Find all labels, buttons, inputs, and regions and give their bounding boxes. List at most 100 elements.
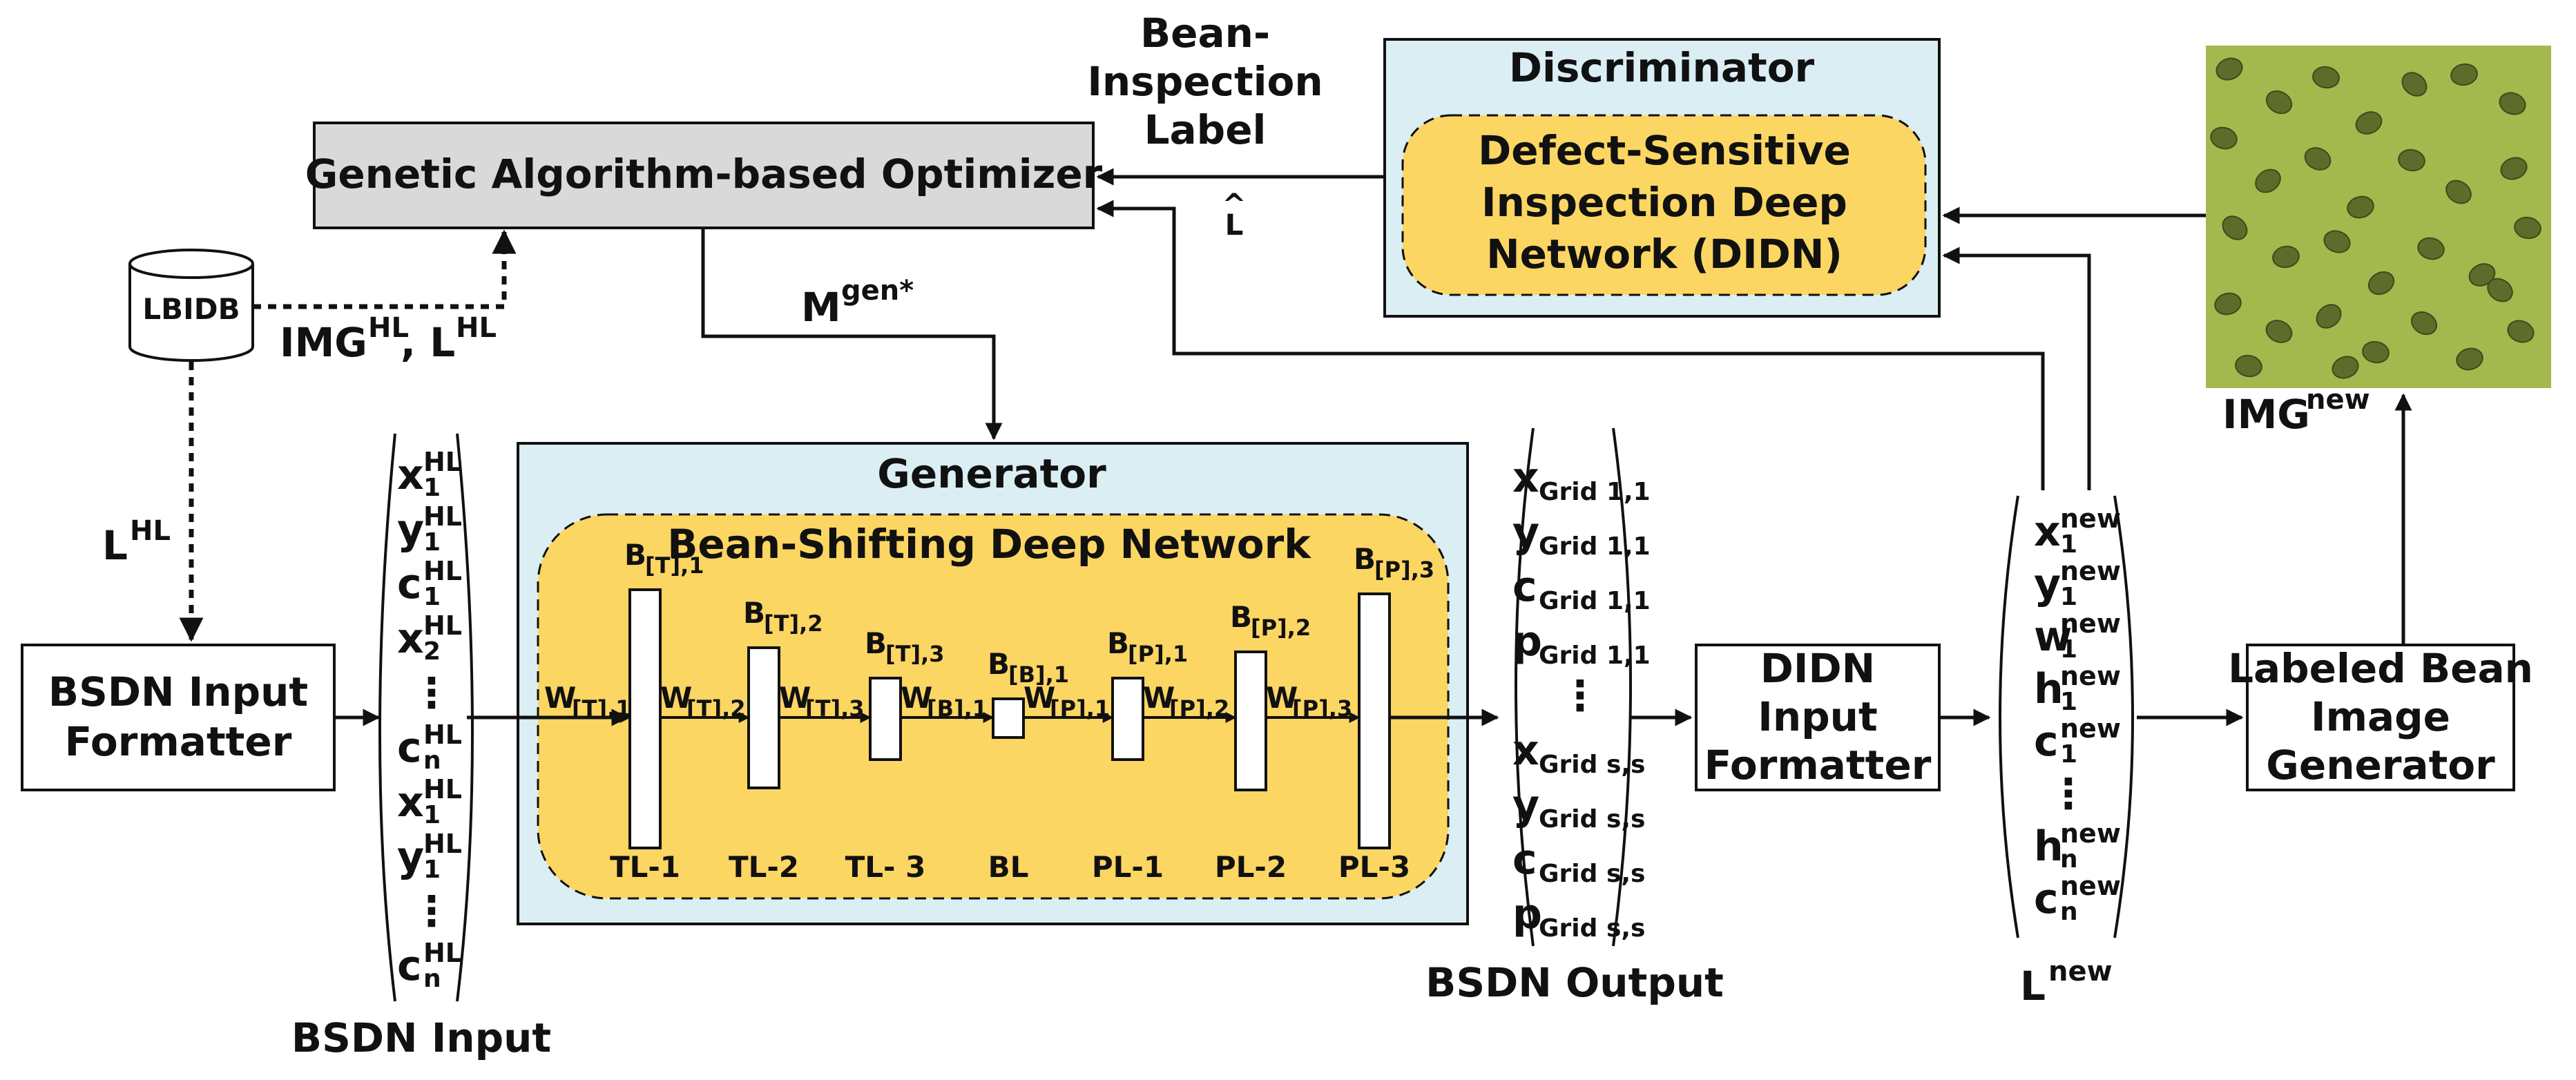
vector-item-sub: Grid 1,1 [1539, 587, 1651, 615]
image-generator-line2: Image [2311, 693, 2450, 740]
weight-label: W [901, 681, 932, 715]
layer-name-label: PL-1 [1092, 850, 1164, 884]
layer-block [992, 697, 1025, 739]
img-hl-img-sup: HL [368, 312, 409, 344]
img-new-base: IMG [2222, 391, 2310, 438]
vector-item: y [1512, 781, 1539, 829]
didn-line1: Defect-Sensitive [1478, 127, 1851, 174]
vector-item-sub: 2 [423, 637, 441, 666]
coffee-bean [2362, 340, 2390, 364]
vector-ellipsis: ⋮ [2048, 770, 2089, 818]
generator-node: Generator Bean-Shifting Deep Network B[T… [517, 442, 1469, 925]
coffee-bean [2215, 57, 2243, 81]
vector-item-sup: new [2060, 556, 2121, 586]
layer-name-label: TL- 3 [845, 850, 926, 884]
weight-sub: [T],2 [686, 695, 746, 722]
optimizer-box [313, 122, 1095, 229]
vector-item: x [397, 615, 424, 663]
weight-label: W [1143, 681, 1175, 715]
vector-item-sup: new [2060, 608, 2121, 639]
coffee-bean [2255, 168, 2281, 193]
optimizer-label: Genetic Algorithm-based Optimizer [305, 151, 1103, 197]
didn-input-formatter-box [1695, 644, 1941, 791]
vector-item: y [2034, 560, 2061, 608]
layer-bias-sub: [T],2 [764, 610, 823, 637]
vector-item: p [1512, 617, 1542, 666]
coffee-bean [2316, 304, 2342, 329]
weight-sub: [P],3 [1292, 695, 1352, 722]
layer-bias-sub: [P],2 [1251, 615, 1311, 641]
vector-item-sup: HL [423, 556, 462, 586]
weight-label: W [1023, 681, 1055, 715]
vector-item-sup: new [2060, 661, 2121, 691]
coffee-bean [2235, 354, 2262, 378]
bsdn-network-title: Bean-Shifting Deep Network [667, 521, 1311, 568]
layer-name-label: BL [988, 850, 1029, 884]
weight-sub: [B],1 [927, 695, 988, 722]
vector-item-sup: HL [423, 447, 462, 477]
dotted-connectors [179, 229, 517, 642]
vector-item-sub: Grid s,s [1539, 751, 1645, 779]
l-hat-label: L ^ [1222, 187, 1246, 242]
vector-item-sup: new [2060, 818, 2121, 849]
weight-sub: [P],1 [1050, 695, 1110, 722]
layer-bias-label: B [1354, 542, 1376, 576]
vector-item-sub: 1 [2060, 635, 2077, 664]
vector-item-sub: 1 [423, 801, 441, 829]
discriminator-node: Discriminator Defect-Sensitive Inspectio… [1383, 38, 1941, 318]
vector-item: w [2034, 613, 2072, 661]
vector-item-sub: 1 [423, 474, 441, 502]
vector-item-sub: Grid s,s [1539, 914, 1645, 943]
didn-input-formatter: DIDN Input Formatter [1695, 644, 1941, 791]
coffee-bean [2398, 148, 2425, 172]
vector-item-sub: n [2060, 898, 2078, 926]
coffee-bean [2214, 292, 2242, 316]
database-cylinder-top [128, 249, 254, 279]
l-new-sup: new [2048, 956, 2113, 987]
coffee-bean [2272, 245, 2300, 269]
coffee-bean [2507, 320, 2535, 343]
vector-item-sub: n [423, 746, 441, 775]
layer-bias-label: B [1230, 600, 1252, 634]
layer-bias-sub: [T],3 [885, 641, 945, 667]
bsdn-output-left-paren [1515, 427, 1535, 947]
vector-item: y [397, 833, 424, 881]
coffee-bean [2417, 237, 2445, 260]
mgen-label: M gen* [801, 275, 914, 331]
bsdn-input-formatter: BSDN Input Formatter [21, 644, 336, 791]
bsdn-input-caption: BSDN Input [291, 1014, 551, 1061]
vector-item-sub: 1 [423, 528, 441, 557]
vector-item-sup: new [2060, 713, 2121, 744]
layer-name-label: TL-2 [729, 850, 799, 884]
weight-sub: [T],3 [805, 695, 865, 722]
vector-ellipsis: ⋮ [1559, 672, 1601, 720]
coffee-bean [2410, 311, 2438, 336]
vector-item: y [1512, 508, 1539, 557]
vector-item: c [397, 942, 422, 990]
layer-bias-sub: [B],1 [1008, 662, 1069, 688]
coffee-bean [2456, 347, 2483, 371]
vector-item-sup: HL [423, 501, 462, 532]
coffee-bean [2323, 230, 2351, 253]
weight-label: W [544, 681, 576, 715]
coffee-bean [2487, 278, 2513, 302]
feedback-label-line3: Label [1144, 106, 1267, 153]
vector-item-sub: Grid s,s [1539, 860, 1645, 888]
vector-item: x [1512, 726, 1539, 775]
coffee-bean [2347, 195, 2374, 219]
vector-item: c [397, 560, 422, 608]
image-generator-line1: Labeled Bean [2228, 645, 2533, 692]
vector-item-sup: HL [423, 610, 462, 641]
layer-name-label: PL-2 [1215, 850, 1287, 884]
coffee-bean [2401, 72, 2428, 97]
coffee-bean [2355, 111, 2383, 135]
dotted-db-to-optimizer [253, 229, 517, 309]
l-hl-base: L [102, 522, 128, 569]
didn-network-box [1401, 114, 1927, 296]
